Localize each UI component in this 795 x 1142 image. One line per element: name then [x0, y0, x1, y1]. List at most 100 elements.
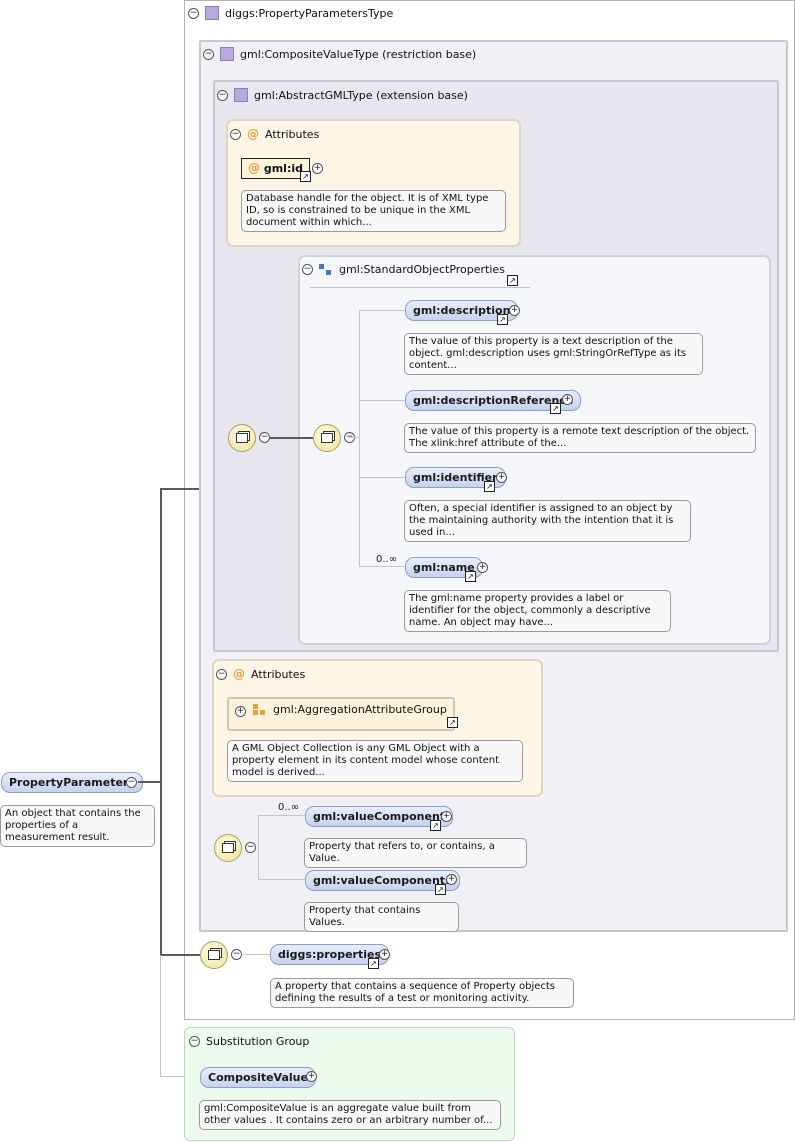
property-parameters-element[interactable]: PropertyParameters: [1, 772, 143, 793]
aggregation-attribute-group[interactable]: + gml:AggregationAttributeGroup: [227, 697, 455, 731]
connector-line: [160, 488, 199, 490]
attributes-header: − @ Attributes: [216, 667, 305, 681]
abstract-title: gml:AbstractGMLType (extension base): [254, 88, 468, 102]
type-header: − diggs:PropertyParametersType: [188, 6, 393, 20]
composite-value-element[interactable]: CompositeValue: [200, 1067, 316, 1088]
std-props-title: gml:StandardObjectProperties: [339, 263, 505, 276]
collapse-toggle[interactable]: −: [230, 128, 241, 140]
gml-description-element[interactable]: gml:description: [405, 300, 519, 321]
link-icon[interactable]: ↗: [465, 571, 476, 582]
occurrence-label: 0..∞: [278, 802, 300, 813]
link-icon[interactable]: ↗: [447, 717, 458, 728]
expand-toggle[interactable]: +: [379, 949, 390, 960]
attributes-title: Attributes: [265, 127, 320, 141]
attributes-title: Attributes: [251, 667, 306, 681]
group-icon: [319, 263, 333, 276]
diggs-properties-doc: A property that contains a sequence of P…: [270, 978, 574, 1008]
link-icon[interactable]: ↗: [300, 171, 311, 182]
value-component-doc: Property that refers to, or contains, a …: [304, 838, 527, 868]
occurrence-label: 0..∞: [376, 554, 398, 565]
expand-toggle[interactable]: +: [562, 394, 573, 405]
link-icon[interactable]: ↗: [368, 958, 379, 969]
value-components-doc: Property that contains Values.: [304, 902, 459, 932]
tree-connector: [258, 879, 305, 880]
link-icon[interactable]: ↗: [507, 275, 518, 286]
sequence-compositor-icon[interactable]: [214, 834, 242, 862]
sequence-compositor-icon[interactable]: [228, 424, 256, 452]
expand-toggle[interactable]: +: [306, 1071, 317, 1082]
connector-line: [160, 488, 162, 955]
link-icon[interactable]: ↗: [484, 481, 495, 492]
collapse-toggle[interactable]: −: [259, 432, 270, 443]
complex-type-icon: [205, 6, 219, 20]
tree-connector: [258, 815, 259, 879]
collapse-toggle[interactable]: −: [189, 1036, 200, 1047]
connector-line: [138, 781, 161, 783]
aggregation-group-label: gml:AggregationAttributeGroup: [273, 703, 447, 716]
expand-toggle[interactable]: +: [312, 163, 323, 174]
attribute-icon: @: [247, 127, 259, 141]
connector-line: [270, 437, 313, 439]
attribute-icon: @: [248, 161, 260, 175]
diggs-properties-element[interactable]: diggs:properties: [270, 944, 389, 965]
composite-value-doc: gml:CompositeValue is an aggregate value…: [199, 1100, 501, 1130]
collapse-toggle[interactable]: −: [216, 668, 227, 680]
collapse-toggle[interactable]: −: [302, 264, 313, 275]
gml-id-doc: Database handle for the object. It is of…: [241, 190, 506, 232]
collapse-toggle[interactable]: −: [188, 7, 199, 19]
std-props-header: − gml:StandardObjectProperties: [302, 263, 505, 276]
gml-identifier-doc: Often, a special identifier is assigned …: [404, 500, 691, 542]
composite-header: − gml:CompositeValueType (restriction ba…: [203, 47, 476, 61]
tree-connector: [349, 437, 359, 438]
gml-name-doc: The gml:name property provides a label o…: [404, 590, 671, 632]
expand-toggle[interactable]: +: [235, 706, 246, 717]
gml-id-attribute[interactable]: @ gml:id: [241, 158, 310, 179]
link-icon[interactable]: ↗: [497, 314, 508, 325]
aggregation-doc: A GML Object Collection is any GML Objec…: [227, 740, 523, 782]
tree-connector: [359, 477, 405, 478]
expand-toggle[interactable]: +: [441, 811, 452, 822]
gml-identifier-element[interactable]: gml:identifier: [405, 467, 506, 488]
tree-connector: [160, 1076, 200, 1077]
gml-description-doc: The value of this property is a text des…: [404, 333, 703, 375]
abstract-header: − gml:AbstractGMLType (extension base): [217, 88, 468, 102]
link-icon[interactable]: ↗: [550, 403, 561, 414]
link-icon[interactable]: ↗: [430, 820, 441, 831]
collapse-toggle[interactable]: −: [245, 842, 256, 853]
substitution-header: − Substitution Group: [189, 1035, 309, 1048]
attributes-header: − @ Attributes: [230, 127, 319, 141]
sequence-compositor-icon[interactable]: [200, 941, 228, 969]
gml-id-label: gml:id: [263, 162, 303, 175]
expand-toggle[interactable]: +: [509, 305, 520, 316]
attribute-group-icon: [252, 704, 267, 716]
collapse-toggle[interactable]: −: [231, 949, 242, 960]
link-icon[interactable]: ↗: [435, 884, 446, 895]
sequence-compositor-icon[interactable]: [313, 424, 341, 452]
collapse-toggle[interactable]: −: [203, 48, 214, 60]
gml-value-components-element[interactable]: gml:valueComponents: [305, 870, 460, 891]
header-underline: [310, 287, 530, 288]
tree-connector: [258, 815, 305, 816]
gml-name-element[interactable]: gml:name: [405, 557, 483, 578]
tree-connector: [359, 310, 405, 311]
gml-description-reference-element[interactable]: gml:descriptionReference: [405, 390, 582, 411]
tree-connector: [243, 954, 270, 955]
expand-toggle[interactable]: +: [496, 472, 507, 483]
complex-type-icon: [220, 47, 234, 61]
complex-type-icon: [234, 88, 248, 102]
tree-connector: [359, 400, 405, 401]
expand-toggle[interactable]: +: [446, 874, 457, 885]
attribute-icon: @: [233, 667, 245, 681]
connector-line: [160, 954, 200, 956]
expand-toggle[interactable]: +: [477, 562, 488, 573]
tree-connector: [359, 310, 360, 566]
property-parameters-doc: An object that contains the properties o…: [0, 805, 155, 847]
collapse-toggle[interactable]: −: [126, 777, 137, 788]
collapse-toggle[interactable]: −: [217, 89, 228, 101]
tree-connector: [160, 955, 161, 1077]
substitution-title: Substitution Group: [206, 1035, 310, 1048]
gml-value-component-element[interactable]: gml:valueComponent: [305, 806, 454, 827]
gml-description-reference-doc: The value of this property is a remote t…: [404, 423, 756, 453]
composite-title: gml:CompositeValueType (restriction base…: [240, 47, 477, 61]
tree-connector: [359, 566, 405, 567]
